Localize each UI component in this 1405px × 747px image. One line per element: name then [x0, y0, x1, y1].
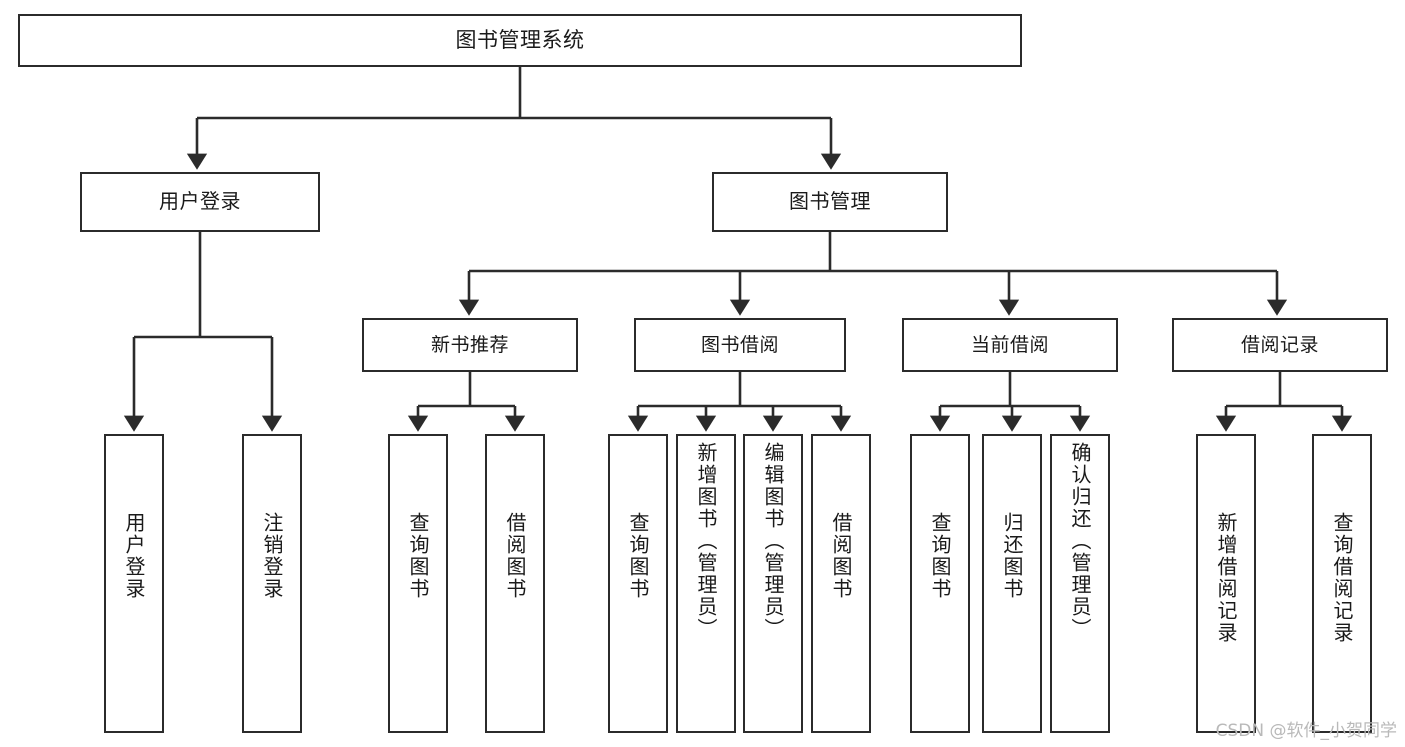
node-book-management[interactable]: 图书管理 — [712, 172, 948, 232]
node-user-login[interactable]: 用户登录 — [80, 172, 320, 232]
node-leaf-query-book-2-label: 查询图书 — [626, 512, 650, 600]
node-current-borrow[interactable]: 当前借阅 — [902, 318, 1118, 372]
node-leaf-return-book-label: 归还图书 — [1000, 512, 1024, 600]
node-book-borrow[interactable]: 图书借阅 — [634, 318, 846, 372]
node-leaf-logout-label: 注销登录 — [260, 512, 284, 600]
node-leaf-borrow-book-1[interactable]: 借阅图书 — [485, 434, 545, 733]
node-leaf-add-book-label: 新增图书（管理员） — [694, 442, 718, 640]
node-book-management-label: 图书管理 — [789, 189, 871, 214]
node-leaf-query-record[interactable]: 查询借阅记录 — [1312, 434, 1372, 733]
node-leaf-query-record-label: 查询借阅记录 — [1330, 512, 1354, 644]
node-leaf-borrow-book-1-label: 借阅图书 — [503, 512, 527, 600]
node-leaf-user-login-label: 用户登录 — [122, 512, 146, 600]
node-leaf-query-book-3[interactable]: 查询图书 — [910, 434, 970, 733]
node-leaf-logout[interactable]: 注销登录 — [242, 434, 302, 733]
node-leaf-borrow-book-2[interactable]: 借阅图书 — [811, 434, 871, 733]
node-new-book-recommend[interactable]: 新书推荐 — [362, 318, 578, 372]
node-new-book-recommend-label: 新书推荐 — [430, 333, 509, 356]
node-leaf-query-book-2[interactable]: 查询图书 — [608, 434, 668, 733]
node-borrow-record[interactable]: 借阅记录 — [1172, 318, 1388, 372]
node-leaf-return-book[interactable]: 归还图书 — [982, 434, 1042, 733]
node-leaf-query-book-1-label: 查询图书 — [406, 512, 430, 600]
node-leaf-user-login[interactable]: 用户登录 — [104, 434, 164, 733]
node-leaf-add-record-label: 新增借阅记录 — [1214, 512, 1238, 644]
node-current-borrow-label: 当前借阅 — [970, 333, 1049, 356]
node-leaf-edit-book[interactable]: 编辑图书（管理员） — [743, 434, 803, 733]
node-leaf-edit-book-label: 编辑图书（管理员） — [761, 442, 785, 640]
node-leaf-confirm-return-label: 确认归还（管理员） — [1068, 442, 1092, 640]
node-book-borrow-label: 图书借阅 — [700, 333, 779, 356]
node-leaf-add-record[interactable]: 新增借阅记录 — [1196, 434, 1256, 733]
node-leaf-confirm-return[interactable]: 确认归还（管理员） — [1050, 434, 1110, 733]
node-leaf-borrow-book-2-label: 借阅图书 — [829, 512, 853, 600]
node-leaf-query-book-3-label: 查询图书 — [928, 512, 952, 600]
node-root-label: 图书管理系统 — [455, 28, 585, 53]
watermark-text: CSDN @软件_小贺同学 — [1215, 721, 1397, 741]
node-borrow-record-label: 借阅记录 — [1240, 333, 1319, 356]
node-user-login-label: 用户登录 — [159, 189, 241, 214]
node-leaf-add-book[interactable]: 新增图书（管理员） — [676, 434, 736, 733]
node-leaf-query-book-1[interactable]: 查询图书 — [388, 434, 448, 733]
node-root[interactable]: 图书管理系统 — [18, 14, 1022, 67]
